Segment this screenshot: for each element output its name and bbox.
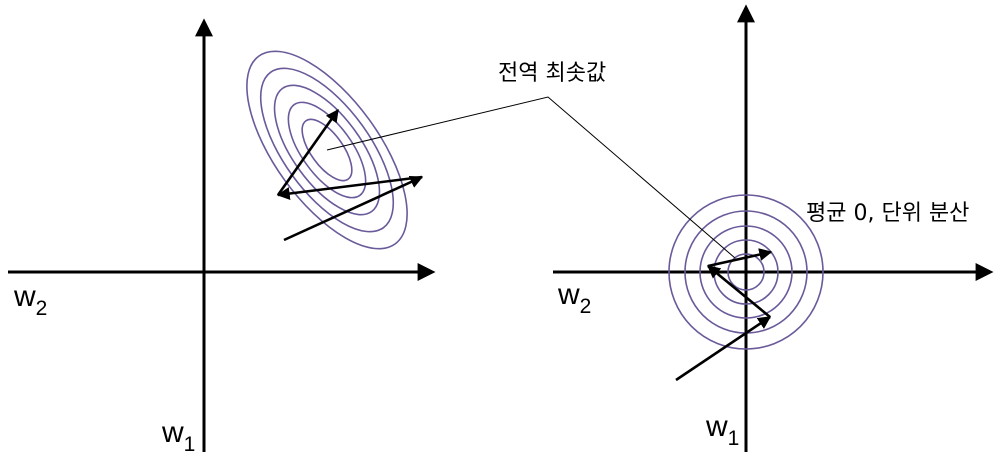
global-minimum-label: 전역 최솟값 [498, 61, 606, 86]
left-x-axis-label: w2 [13, 280, 47, 320]
left-gradient-arrow [276, 175, 423, 200]
right-contour-ring [727, 253, 765, 291]
right-gradient-arrow [707, 248, 773, 268]
right-panel: w2 w1 [553, 4, 994, 452]
left-contours [246, 50, 408, 250]
right-contours [668, 194, 824, 350]
left-contour-ring [246, 50, 408, 250]
right-y-axis-label: w1 [705, 410, 739, 450]
normalized-label: 평균 0, 단위 분산 [806, 201, 969, 226]
left-gradient-arrow [283, 175, 424, 242]
right-x-axis-label: w2 [557, 278, 591, 318]
left-panel: w2 w1 [8, 18, 436, 456]
left-gradient-arrow [276, 108, 340, 196]
right-gradient-arrow [675, 315, 772, 382]
right-contour-ring [699, 225, 793, 319]
leader-line [326, 96, 736, 259]
left-contour-ring [301, 118, 353, 182]
right-contour-ring [668, 194, 824, 350]
right-gradient-arrow [706, 264, 771, 319]
global-minimum-callout: 전역 최솟값 [326, 61, 736, 259]
left-contour-ring [287, 101, 367, 199]
left-contour-ring [273, 84, 381, 216]
left-y-axis-label: w1 [161, 416, 195, 456]
